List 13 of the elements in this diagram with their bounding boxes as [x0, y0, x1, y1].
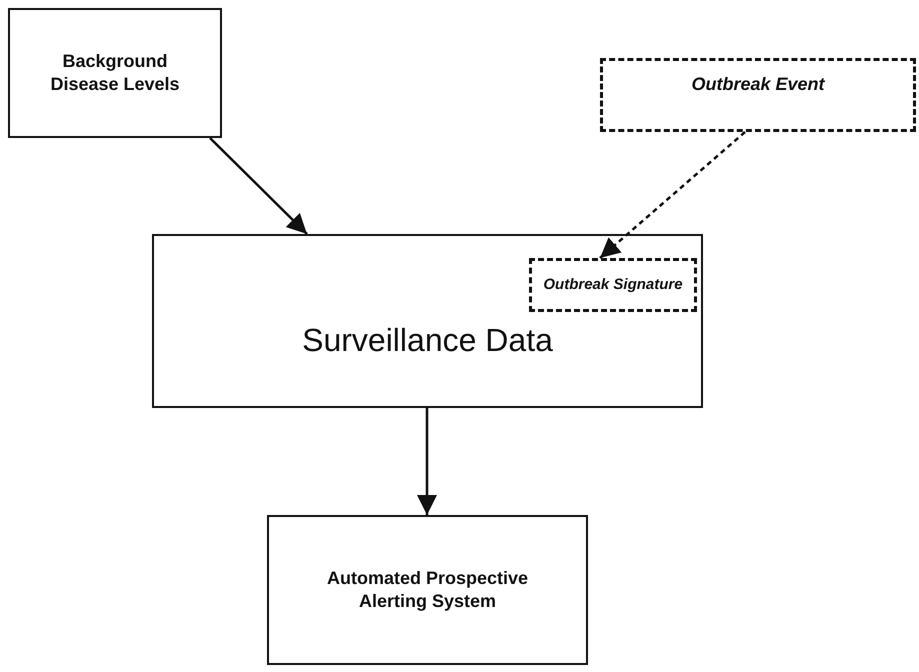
box-label: Automated Prospective Alerting System — [326, 566, 530, 613]
arrow — [209, 137, 308, 235]
arrow — [599, 131, 746, 259]
process-box — [152, 234, 703, 408]
box-label: Outbreak Event — [691, 73, 825, 96]
process-box — [267, 515, 588, 665]
box-label: Surveillance Data — [302, 321, 553, 360]
box-label: Outbreak Signature — [543, 275, 683, 295]
box-label: Background Disease Levels — [49, 50, 181, 96]
arrow — [417, 408, 437, 515]
process-box — [8, 8, 222, 138]
inner-box — [529, 258, 697, 312]
process-box — [600, 58, 916, 132]
